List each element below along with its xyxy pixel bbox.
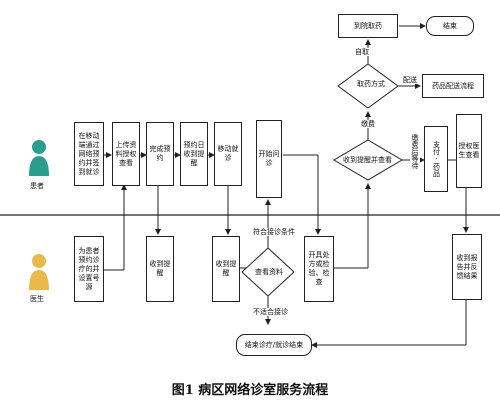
- label-pay: 缴费: [360, 120, 376, 128]
- patient-step-5: 移动就诊: [214, 122, 242, 186]
- doctor-role-label: 医生: [30, 295, 44, 303]
- doctor-step-1: 为患者预约诊疗的并设置号源: [74, 236, 104, 302]
- report-box: 收到报告并反馈结果: [452, 234, 482, 300]
- pickup-box: 到院取药: [338, 14, 398, 38]
- patient-step-2: 上传资料授权查看: [112, 122, 140, 186]
- label-delivery: 配送: [402, 76, 418, 84]
- pickup-decision-label: 取药方式: [357, 80, 385, 88]
- receive-decision-label: 收到提醒并查看: [343, 156, 392, 164]
- end-box: 结束诊疗/就诊结束: [236, 334, 312, 356]
- label-unfit: 不适合接诊: [252, 308, 289, 316]
- doctor-person-icon: [29, 254, 49, 290]
- pay-box: 支付·药品: [424, 126, 448, 192]
- pickup-decision-shape: [337, 63, 399, 109]
- review-decision-label: 查看资料: [255, 268, 283, 276]
- patient-step-3: 完成预约: [146, 122, 174, 186]
- start-consult-box: 开始问诊: [256, 120, 282, 198]
- patient-person-icon: [29, 140, 49, 176]
- doctor-step-2: 收到提醒: [146, 236, 174, 302]
- label-fit: 符合接诊条件: [252, 228, 296, 236]
- finish-box: 结束: [426, 16, 474, 36]
- doctor-step-3: 收到提醒: [212, 236, 240, 302]
- auth-view-box: 授权医生查看: [456, 114, 482, 188]
- pay-wait-label: 缴费后等待: [410, 134, 420, 169]
- patient-role: 患者: [28, 138, 50, 190]
- patient-role-label: 患者: [30, 182, 44, 190]
- delivery-box: 药品配送流程: [422, 74, 484, 98]
- label-pickup: 自取: [354, 48, 370, 56]
- receive-decision-shape: [333, 139, 403, 181]
- prescribe-box: 开具处方或检验、检查: [304, 236, 334, 302]
- figure-caption: 图1 病区网络诊室服务流程: [171, 383, 329, 398]
- patient-step-1: 在移动端通过网络预约并签到就诊: [74, 122, 104, 186]
- doctor-role: 医生: [28, 252, 50, 304]
- patient-step-4: 预约日收到提醒: [180, 122, 208, 186]
